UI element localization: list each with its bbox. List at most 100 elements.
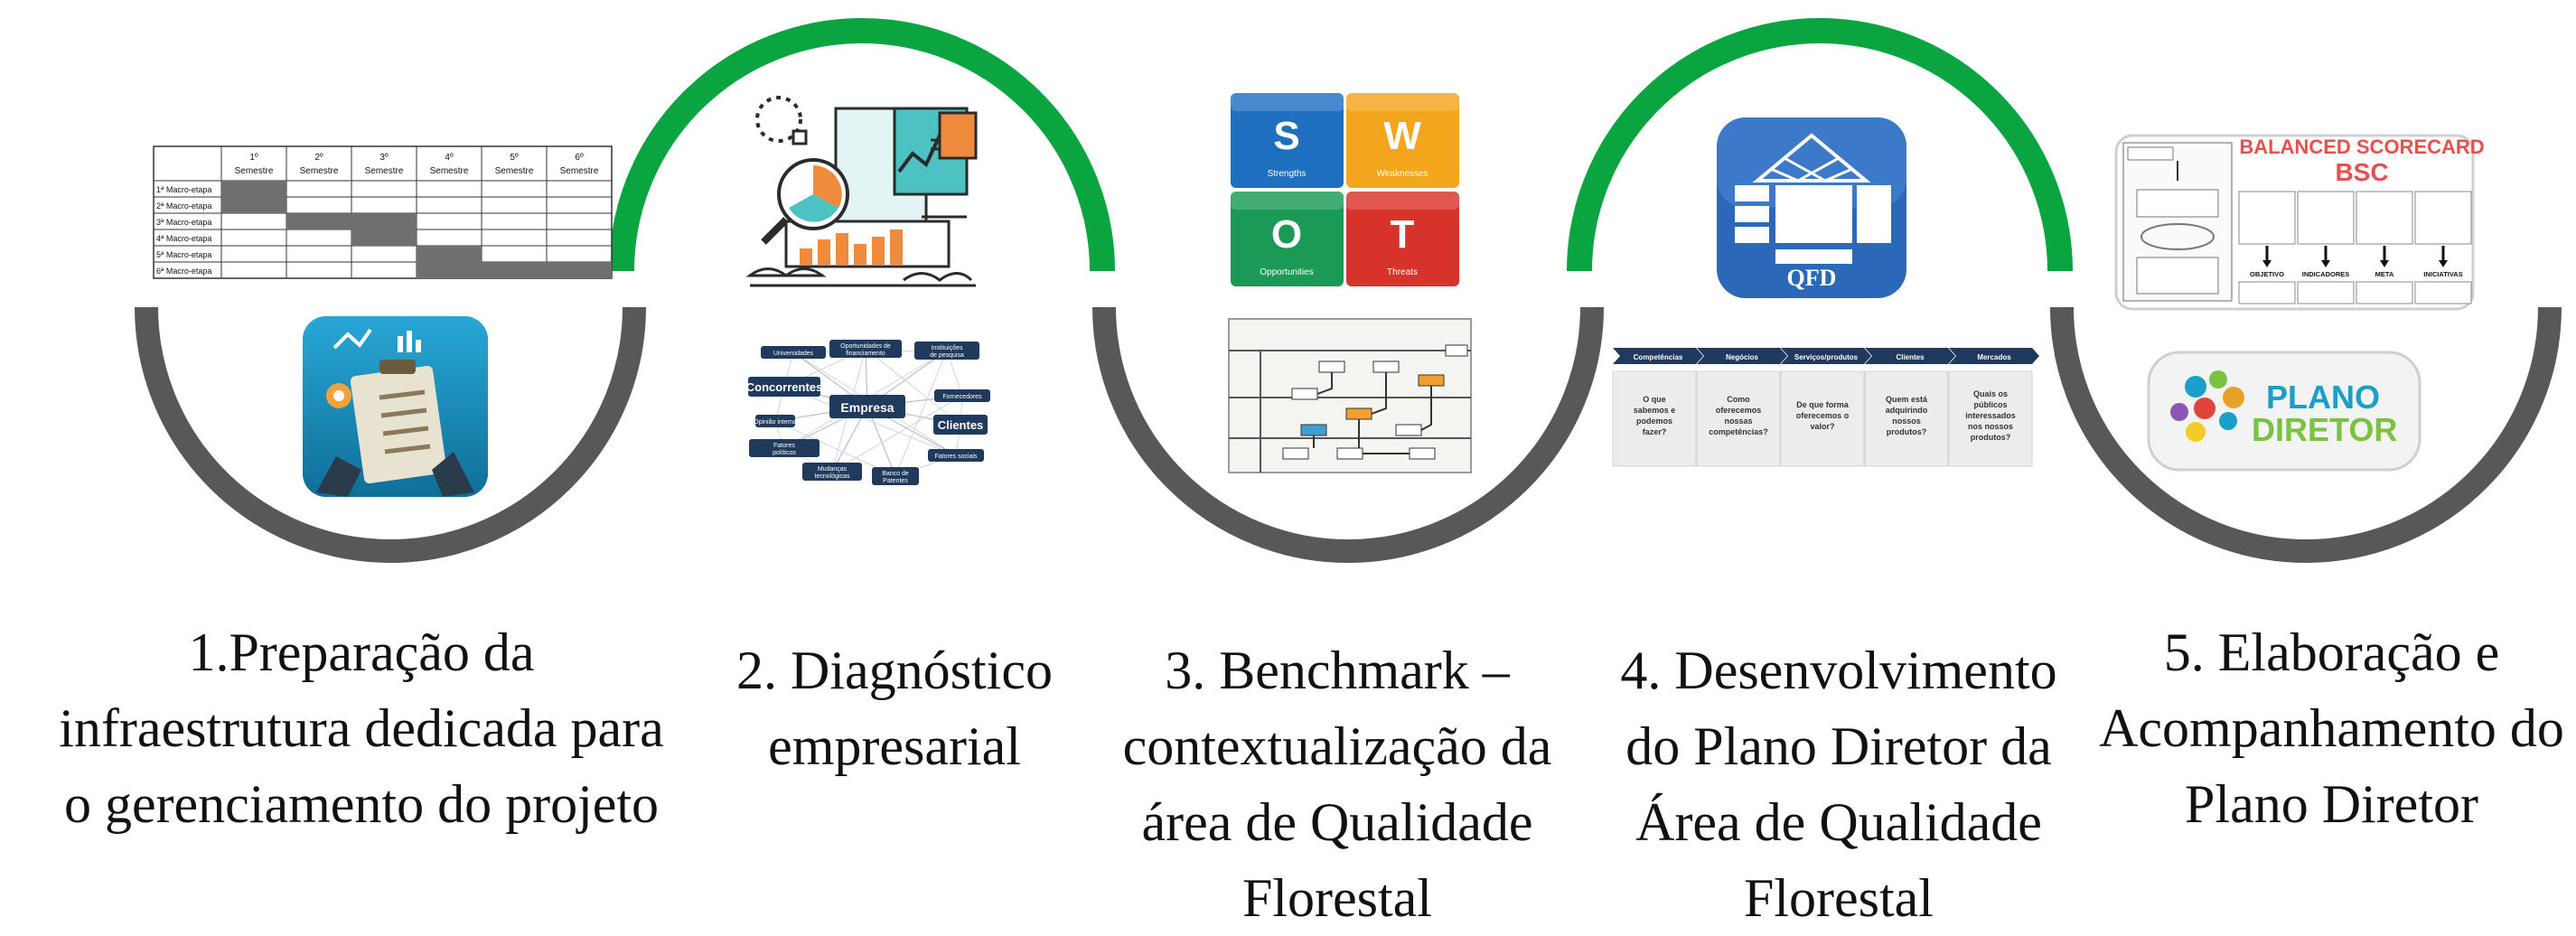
value-chain-header: [1613, 348, 1703, 364]
process-flowchart-image: [1228, 318, 1472, 473]
value-chain-header-label: Serviços/produtos: [1794, 353, 1859, 361]
schedule-table: 1ºSemestre2ºSemestre3ºSemestre4ºSemestre…: [153, 145, 613, 279]
schedule-header: 3º: [379, 153, 389, 163]
value-chain-header: [1949, 348, 2039, 364]
swot-tile: [1346, 93, 1459, 188]
stakeholder-node: [933, 415, 988, 435]
value-chain-question: valor?: [1810, 422, 1834, 431]
value-chain-question: competências?: [1709, 427, 1768, 436]
schedule-header: 2º: [314, 153, 323, 163]
arc-2-top: [609, 18, 1115, 272]
schedule-bar: [417, 246, 482, 262]
value-chain-question: Quem está: [1886, 395, 1928, 404]
stakeholder-label: Fatores: [773, 443, 795, 449]
schedule-header: 5º: [510, 153, 519, 163]
step-1-caption: 1.Preparação da infraestrutura dedicada …: [27, 614, 696, 842]
value-chain-question: nossos: [1892, 417, 1921, 426]
caption-line: o gerenciamento do projeto: [63, 774, 660, 834]
value-chain-header-label: Competências: [1634, 353, 1683, 361]
bsc-box: [2356, 191, 2413, 245]
stakeholder-label: financiamento: [846, 351, 885, 357]
caption-line: 5. Elaboração e: [2163, 622, 2500, 682]
caption-line: empresarial: [768, 716, 1021, 776]
schedule-header: 4º: [445, 153, 454, 163]
analytics-icon: [745, 96, 978, 287]
caption-line: do Plano Diretor da: [1625, 716, 2052, 776]
value-chain-question: produtos?: [1887, 427, 1927, 436]
stakeholder-label: Patentes: [883, 478, 908, 484]
step-5-caption: 5. Elaboração e Acompanhamento do Plano …: [2087, 614, 2576, 842]
stakeholder-label: Fornecedores: [942, 394, 982, 400]
stakeholder-node: [749, 439, 820, 457]
bsc-column-label: INICIATIVAS: [2423, 270, 2462, 278]
value-chain-header: [1781, 348, 1871, 364]
schedule-header: Semestre: [430, 166, 469, 176]
stakeholder-node: [829, 340, 902, 358]
checklist-icon: [303, 316, 488, 497]
plano-line2: DIRETOR: [2252, 411, 2397, 448]
schedule-bar: [547, 262, 612, 278]
stakeholder-center-node: [829, 395, 905, 418]
caption-line: Área de Qualidade: [1635, 792, 2042, 852]
caption-line: 3. Benchmark –: [1165, 641, 1510, 700]
stakeholder-label: de pesquisa: [930, 352, 964, 359]
stakeholder-node: [755, 415, 795, 427]
swot-word: Weaknesses: [1376, 169, 1428, 179]
schedule-row-label: 6ª Macro-etapa: [156, 267, 211, 276]
value-chain-cell: [1696, 370, 1781, 467]
caption-line: Acompanhamento do: [2099, 698, 2564, 758]
stakeholder-center-label: Empresa: [840, 400, 894, 415]
value-chain-header: [1697, 348, 1787, 364]
bsc-column-label: INDICADORES: [2302, 270, 2350, 278]
value-chain-question: interessados: [1965, 411, 2016, 420]
schedule-bar: [351, 213, 417, 229]
stakeholder-label: Oportunidades de: [840, 343, 891, 350]
stakeholder-label: tecnológicas: [815, 473, 850, 480]
stakeholder-node: [872, 467, 919, 485]
caption-line: área de Qualidade: [1141, 792, 1533, 852]
caption-line: Florestal: [1744, 868, 1934, 928]
qfd-icon: QFD: [1717, 117, 1906, 298]
schedule-bar: [351, 229, 417, 246]
value-chain-question: oferecemos o: [1796, 411, 1850, 420]
schedule-row-label: 5ª Macro-etapa: [156, 250, 211, 259]
stakeholder-node: [914, 342, 979, 360]
caption-line: Plano Diretor: [2185, 774, 2478, 834]
caption-line: contextualização da: [1122, 716, 1552, 776]
value-chain-question: nossas: [1724, 417, 1752, 426]
caption-line: 4. Desenvolvimento: [1620, 641, 2057, 700]
caption-line: Florestal: [1242, 868, 1432, 928]
swot-letter: T: [1391, 212, 1415, 257]
swot-letter: W: [1383, 114, 1421, 158]
value-chain-cell: [1780, 370, 1865, 467]
bsc-box: [2297, 191, 2355, 245]
schedule-row-label: 4ª Macro-etapa: [156, 234, 211, 243]
bsc-column-label: META: [2375, 270, 2394, 278]
schedule-row-label: 2ª Macro-etapa: [156, 201, 211, 211]
swot-tile: [1231, 93, 1344, 188]
stakeholder-label: Concorrentes: [746, 380, 823, 394]
schedule-header: Semestre: [365, 166, 404, 176]
schedule-header: Semestre: [495, 166, 534, 176]
bsc-title: BALANCED SCORECARD: [2239, 136, 2484, 158]
value-chain-header-label: Mercados: [1977, 353, 2011, 361]
value-chain-question: nos nossos: [1968, 422, 2013, 431]
swot-matrix: SStrengthsWWeaknessesOOpportunitiesTThre…: [1231, 93, 1459, 286]
stakeholder-label: políticos: [773, 450, 796, 456]
value-chain-question: podemos: [1636, 417, 1672, 426]
stakeholder-node: [761, 346, 826, 359]
stakeholder-node: [934, 389, 990, 402]
swot-letter: S: [1273, 114, 1299, 158]
bsc-box: [2414, 191, 2472, 245]
caption-line: infraestrutura dedicada para: [59, 698, 664, 758]
caption-line: 1.Preparação da: [188, 622, 535, 682]
bsc-box: [2238, 191, 2296, 245]
process-diagram: 1ºSemestre2ºSemestre3ºSemestre4ºSemestre…: [135, 18, 2562, 563]
stakeholder-label: Universidades: [773, 351, 814, 357]
schedule-bar: [286, 213, 351, 229]
qfd-label: QFD: [1787, 265, 1837, 291]
stakeholder-label: Instituições: [931, 345, 963, 351]
value-chain-question: oferecemos: [1716, 406, 1762, 415]
